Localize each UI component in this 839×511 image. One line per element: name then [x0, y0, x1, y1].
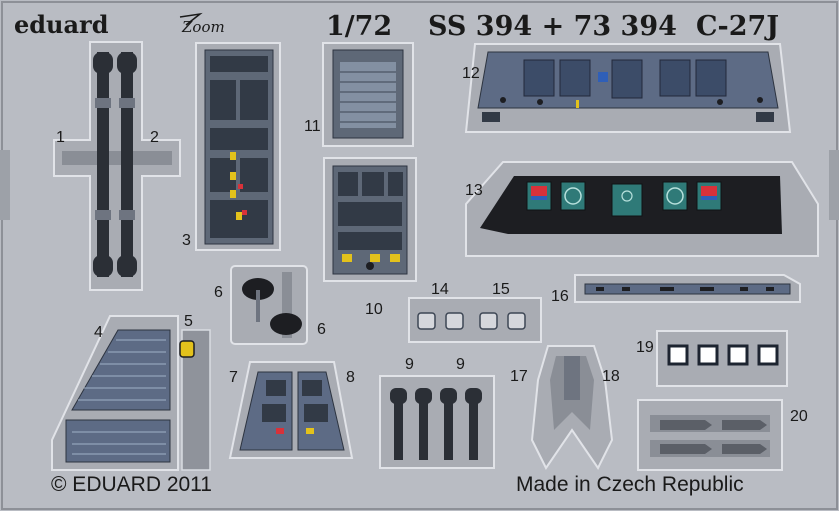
- right-tab: [829, 150, 839, 220]
- zoom-logo-swoosh: [179, 12, 203, 26]
- part-13-panel-face: [465, 161, 819, 257]
- part-number-7: 7: [229, 369, 238, 386]
- part-number-5: 5: [184, 313, 193, 330]
- part-17-18-seat-frame: [530, 345, 614, 470]
- part-9-belts: [379, 375, 495, 469]
- part-number-6b: 6: [317, 321, 326, 338]
- part-19-switches: [656, 330, 788, 387]
- part-number-13: 13: [465, 182, 483, 199]
- part-20-levers: [637, 399, 783, 471]
- origin-notice: Made in Czech Republic: [516, 473, 744, 496]
- part-14-15-buckles: [408, 297, 542, 343]
- part-number-10: 10: [365, 301, 383, 318]
- part-11-console: [322, 42, 414, 147]
- scale-label: 1/72: [326, 11, 392, 42]
- part-number-19: 19: [636, 339, 654, 356]
- part-number-4: 4: [94, 324, 103, 341]
- part-number-1: 1: [56, 129, 65, 146]
- part-number-18: 18: [602, 368, 620, 385]
- part-number-9a: 9: [405, 356, 414, 373]
- part-number-6a: 6: [214, 284, 223, 301]
- part-number-15: 15: [492, 281, 510, 298]
- part-12-instrument-panel: [464, 43, 792, 133]
- part-number-2: 2: [150, 129, 159, 146]
- left-tab: [0, 150, 10, 220]
- part-6-pedals: [230, 265, 308, 345]
- part-number-3: 3: [182, 232, 191, 249]
- part-1-2-harness: [53, 41, 181, 291]
- part-16-strip: [574, 274, 801, 303]
- part-number-17: 17: [510, 368, 528, 385]
- part-number-14: 14: [431, 281, 449, 298]
- product-code: SS 394 + 73 394: [428, 11, 677, 42]
- zoom-logo: Zoom: [181, 18, 225, 36]
- model-name: C-27J: [696, 11, 779, 42]
- part-number-11: 11: [304, 118, 321, 135]
- part-number-20: 20: [790, 408, 808, 425]
- part-7-8-side-panels: [228, 361, 354, 459]
- part-number-12: 12: [462, 65, 480, 82]
- part-10-center-console: [323, 157, 417, 282]
- part-5-buckle: [179, 329, 211, 471]
- part-number-16: 16: [551, 288, 569, 305]
- copyright-notice: © EDUARD 2011: [51, 473, 212, 496]
- part-number-9b: 9: [456, 356, 465, 373]
- part-3-overhead-panel: [195, 42, 281, 251]
- brand-logo: eduard: [14, 10, 109, 39]
- part-4-side-console: [51, 315, 179, 471]
- part-number-8: 8: [346, 369, 355, 386]
